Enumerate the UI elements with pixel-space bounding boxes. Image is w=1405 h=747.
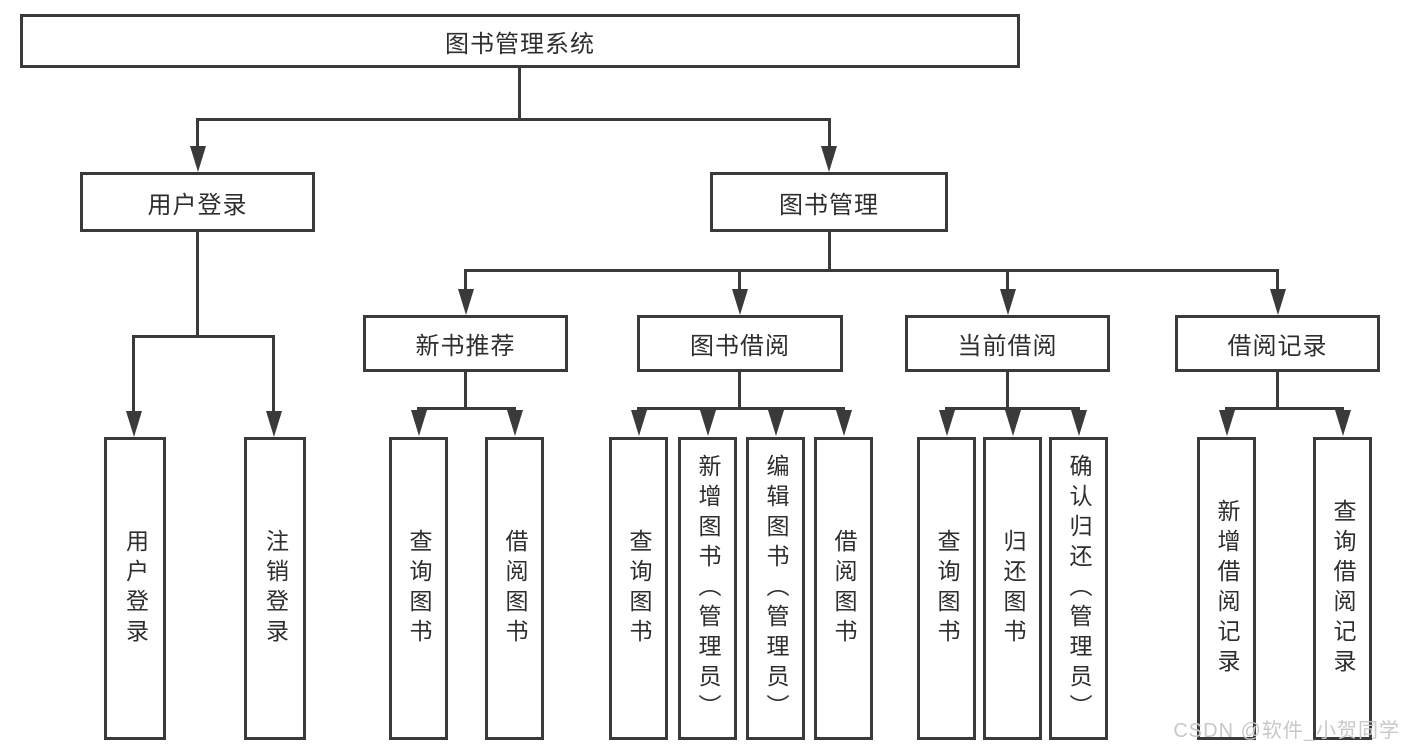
node-query-borrow-record: 查询借阅记录 <box>1313 437 1372 740</box>
node-add-borrow-record: 新增借阅记录 <box>1197 437 1256 740</box>
csdn-watermark: CSDN @软件_小贺同学 <box>1173 720 1400 742</box>
connector-line <box>132 335 275 338</box>
node-return-books: 归还图书 <box>983 437 1042 740</box>
node-label: 借阅图书 <box>831 528 857 649</box>
connector-line <box>464 372 467 407</box>
connector-line <box>272 335 275 411</box>
node-label: 编辑图书（管理员） <box>763 453 789 724</box>
node-label: 查询图书 <box>626 528 652 649</box>
node-label: 图书管理 <box>779 191 879 219</box>
node-query-books-borrow: 查询图书 <box>609 437 668 740</box>
arrowhead-icon <box>1000 289 1016 315</box>
connector-line <box>738 269 741 289</box>
arrowhead-icon <box>732 289 748 315</box>
node-book-borrow: 图书借阅 <box>637 315 843 372</box>
node-new-book-recommend: 新书推荐 <box>363 315 568 372</box>
arrowhead-icon <box>768 410 784 436</box>
node-label: 确认归还（管理员） <box>1066 453 1092 724</box>
node-label: 图书借阅 <box>690 333 790 360</box>
connector-line <box>1276 269 1279 289</box>
connector-line <box>132 335 135 411</box>
arrowhead-icon <box>700 410 716 436</box>
arrowhead-icon <box>1005 410 1021 436</box>
arrowhead-icon <box>1270 289 1286 315</box>
arrowhead-icon <box>1071 410 1087 436</box>
node-label: 归还图书 <box>1000 528 1026 649</box>
arrowhead-icon <box>1219 410 1235 436</box>
arrowhead-icon <box>836 410 852 436</box>
node-label: 新书推荐 <box>415 333 516 360</box>
node-label: 注销登录 <box>262 528 289 649</box>
arrowhead-icon <box>821 146 837 172</box>
connector-line <box>464 269 1279 272</box>
node-book-management: 图书管理 <box>710 172 948 232</box>
node-label: 查询借阅记录 <box>1330 498 1356 679</box>
arrowhead-icon <box>631 410 647 436</box>
node-label: 借阅记录 <box>1227 333 1328 360</box>
node-user-login: 用户登录 <box>80 172 315 232</box>
arrowhead-icon <box>458 289 474 315</box>
connector-line <box>1276 372 1279 407</box>
node-edit-books-admin: 编辑图书（管理员） <box>746 437 805 740</box>
connector-line <box>196 232 199 335</box>
connector-line <box>1006 269 1009 289</box>
node-label: 用户登录 <box>122 528 149 649</box>
node-borrow-books-leaf: 借阅图书 <box>814 437 873 740</box>
arrowhead-icon <box>126 411 142 437</box>
connector-line <box>518 68 521 118</box>
connector-line <box>637 407 845 410</box>
connector-line <box>1006 372 1009 407</box>
arrowhead-icon <box>939 410 955 436</box>
node-current-borrow: 当前借阅 <box>905 315 1110 372</box>
node-query-books-recommend: 查询图书 <box>389 437 448 740</box>
node-borrow-books-recommend: 借阅图书 <box>485 437 544 740</box>
connector-line <box>196 118 199 148</box>
arrowhead-icon <box>266 411 282 437</box>
node-label: 查询图书 <box>406 528 432 649</box>
node-query-books-current: 查询图书 <box>917 437 976 740</box>
connector-line <box>828 232 831 269</box>
node-add-books-admin: 新增图书（管理员） <box>678 437 737 740</box>
arrowhead-icon <box>507 410 523 436</box>
node-user-login-leaf: 用户登录 <box>104 437 166 740</box>
arrowhead-icon <box>411 410 427 436</box>
connector-line <box>464 269 467 289</box>
arrowhead-icon <box>190 146 206 172</box>
connector-line <box>196 118 831 121</box>
node-label: 图书管理系统 <box>445 30 595 58</box>
connector-line <box>828 118 831 148</box>
arrowhead-icon <box>1335 410 1351 436</box>
node-label: 借阅图书 <box>502 528 528 649</box>
connector-line <box>1225 407 1344 410</box>
node-label: 用户登录 <box>147 191 248 219</box>
connector-line <box>945 407 1080 410</box>
node-label: 新增图书（管理员） <box>695 453 721 724</box>
connector-line <box>417 407 516 410</box>
node-library-management-system: 图书管理系统 <box>20 14 1020 68</box>
node-borrow-records: 借阅记录 <box>1175 315 1380 372</box>
node-confirm-return-admin: 确认归还（管理员） <box>1049 437 1108 740</box>
node-label: 新增借阅记录 <box>1214 498 1240 679</box>
node-label: 查询图书 <box>934 528 960 649</box>
node-label: 当前借阅 <box>957 333 1058 360</box>
node-logout: 注销登录 <box>244 437 306 740</box>
connector-line <box>738 372 741 407</box>
